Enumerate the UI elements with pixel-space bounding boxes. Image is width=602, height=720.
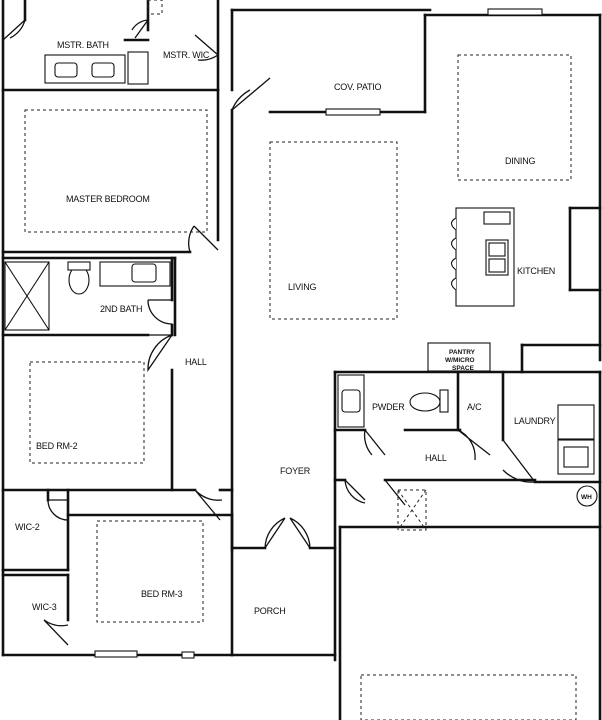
label-wic-2: WIC-2	[15, 522, 40, 532]
label-master-bedroom: MASTER BEDROOM	[66, 194, 150, 204]
label-living: LIVING	[288, 282, 317, 292]
label-master-wic: MSTR. WIC	[163, 50, 210, 60]
windows	[94, 8, 543, 659]
label-foyer: FOYER	[280, 466, 311, 476]
label-master-bath: MSTR. BATH	[57, 40, 109, 50]
label-hall-lower: HALL	[425, 453, 447, 463]
label-bed-rm-2: BED RM-2	[36, 441, 78, 451]
label-ac: A/C	[467, 402, 482, 412]
label-pantry-1: PANTRY	[449, 349, 476, 356]
ceiling-dashed-outlines	[24, 0, 577, 720]
label-hall-main: HALL	[185, 357, 207, 367]
label-wic-3: WIC-3	[32, 602, 57, 612]
door-swings	[2, 19, 536, 646]
label-covered-patio: COV. PATIO	[334, 82, 382, 92]
label-second-bath: 2ND BATH	[100, 304, 142, 314]
label-dining: DINING	[505, 156, 535, 166]
label-pantry-3: SPACE	[452, 365, 475, 372]
room-labels: MSTR. BATH MSTR. WIC COV. PATIO DINING M…	[15, 40, 592, 616]
label-porch: PORCH	[254, 606, 286, 616]
fixtures	[4, 51, 598, 507]
label-kitchen: KITCHEN	[517, 266, 555, 276]
label-pantry-2: W/MICRO	[445, 357, 475, 364]
label-water-heater: WH	[581, 494, 592, 501]
label-powder: PWDER	[372, 402, 405, 412]
label-laundry: LAUNDRY	[514, 416, 556, 426]
label-bed-rm-3: BED RM-3	[141, 589, 183, 599]
